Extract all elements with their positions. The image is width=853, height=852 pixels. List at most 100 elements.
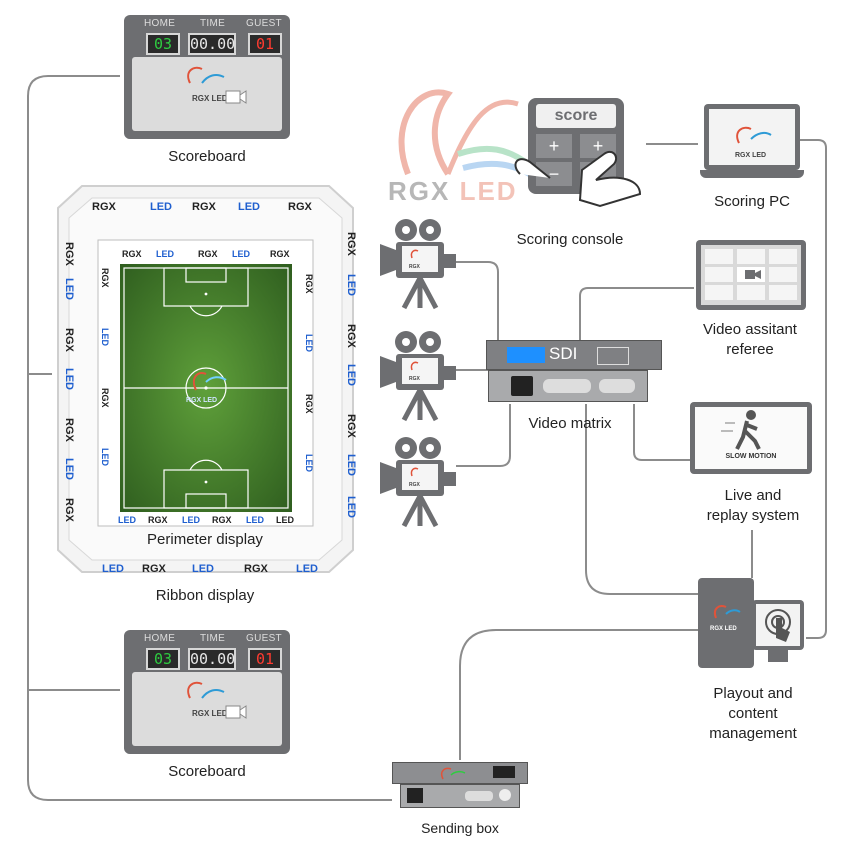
svg-text:LED: LED <box>182 515 201 525</box>
scoreboard-top-caption: Scoreboard <box>168 148 246 165</box>
watermark-logo: RGX LED <box>378 64 548 214</box>
scoring-pc-caption: Scoring PC <box>714 193 790 210</box>
svg-text:RGX: RGX <box>212 515 232 525</box>
time-label: TIME <box>200 18 226 29</box>
perimeter-display-caption: Perimeter display <box>147 531 263 548</box>
scoring-pc: RGX LED <box>700 104 804 182</box>
svg-text:RGX: RGX <box>142 563 167 575</box>
svg-text:RGX: RGX <box>270 249 290 259</box>
plus-key-icon: + <box>536 134 572 158</box>
video-camera-icon: RGX LED <box>187 681 247 719</box>
game-time: 00.00 <box>188 33 236 55</box>
svg-text:RGX: RGX <box>63 498 75 523</box>
svg-text:LED: LED <box>246 515 265 525</box>
svg-text:RGX: RGX <box>288 201 313 213</box>
svg-text:RGX: RGX <box>192 201 217 213</box>
var-screen <box>701 245 801 305</box>
computer-tower: RGX LED <box>698 578 754 668</box>
sending-box-caption: Sending box <box>421 820 499 836</box>
scoring-console-caption: Scoring console <box>516 231 624 248</box>
svg-text:RGX: RGX <box>304 274 314 294</box>
wire-matrix-playout <box>585 404 698 595</box>
tower-face: RGX LED <box>704 592 748 648</box>
playout-workstation: RGX LED <box>698 578 808 672</box>
sending-box <box>392 762 528 808</box>
laptop-screen: RGX LED <box>709 109 795 165</box>
scoreboard-bottom: HOME TIME GUEST 03 00.00 01 RGX LED <box>124 630 290 754</box>
svg-text:RGX: RGX <box>92 201 117 213</box>
svg-text:RGX: RGX <box>345 232 357 257</box>
svg-text:LED: LED <box>345 364 357 386</box>
video-camera-icon: RGX LED <box>187 66 247 104</box>
logo-rgx-text: RGX <box>388 176 451 206</box>
var-caption-line1: Video assitant <box>703 321 797 338</box>
scoreboard-screen: RGX LED <box>132 672 282 746</box>
svg-text:LED: LED <box>63 368 75 390</box>
laptop-lid: RGX LED <box>704 104 800 170</box>
svg-text:LED: LED <box>156 249 175 259</box>
playout-caption-line2: content <box>728 705 778 722</box>
serial-port-icon <box>543 379 591 393</box>
wire-sending-playout <box>459 629 698 760</box>
power-button-icon <box>499 789 511 801</box>
svg-text:LED: LED <box>150 201 172 213</box>
home-score: 03 <box>146 648 180 670</box>
svg-text:LED: LED <box>100 328 110 347</box>
power-socket-icon <box>511 376 533 396</box>
video-matrix-caption: Video matrix <box>528 415 612 432</box>
svg-text:RGX: RGX <box>244 563 269 575</box>
svg-text:LED: LED <box>345 496 357 518</box>
svg-text:RGX: RGX <box>63 418 75 443</box>
svg-text:RGX LED: RGX LED <box>186 397 217 404</box>
score-key-label: score <box>536 104 616 128</box>
serial-port-icon <box>465 791 493 801</box>
sdi-label: SDI <box>549 344 578 363</box>
svg-text:LED: LED <box>63 458 75 480</box>
wire-camera-3 <box>456 404 511 467</box>
video-grid-icon <box>705 249 797 300</box>
svg-text:RGX LED: RGX LED <box>735 152 766 159</box>
time-label: TIME <box>200 633 226 644</box>
replay-caption-line1: Live and <box>724 487 782 504</box>
wire-var <box>579 287 694 340</box>
pitch-logo-icon: RGX LED <box>186 372 227 404</box>
sending-box-top <box>392 762 528 784</box>
svg-text:RGX: RGX <box>148 515 168 525</box>
playout-caption-line1: Playout and <box>713 685 793 702</box>
svg-text:RGX: RGX <box>409 264 421 270</box>
svg-text:LED: LED <box>304 334 314 353</box>
serial-port-icon <box>599 379 635 393</box>
wire-left-bus <box>27 75 392 801</box>
scoring-console: score + + − − <box>500 98 650 208</box>
svg-text:LED: LED <box>238 201 260 213</box>
var-caption: Video assitant referee <box>680 320 820 360</box>
replay-caption-line2: replay system <box>706 507 800 524</box>
hand-touch-icon <box>514 150 642 208</box>
svg-text:RGX LED: RGX LED <box>192 94 228 103</box>
camera-icon: RGX <box>380 219 456 310</box>
computer-icon: RGX LED <box>710 605 741 632</box>
touch-screen <box>756 604 800 646</box>
replay-caption: Live and replay system <box>680 486 826 526</box>
svg-text:LED: LED <box>304 454 314 473</box>
laptop-base <box>700 170 804 178</box>
svg-text:RGX: RGX <box>304 394 314 414</box>
scoreboard-screen: RGX LED <box>132 57 282 131</box>
svg-text:LED: LED <box>63 278 75 300</box>
power-socket-icon <box>407 788 423 803</box>
scoreboard-top: HOME TIME GUEST 03 00.00 01 RGX LED <box>124 15 290 139</box>
var-monitor <box>696 240 806 310</box>
svg-text:RGX: RGX <box>409 376 421 382</box>
svg-text:RGX LED: RGX LED <box>192 709 228 718</box>
monitor-stand <box>768 650 788 662</box>
svg-text:RGX: RGX <box>122 249 142 259</box>
svg-text:LED: LED <box>345 274 357 296</box>
home-label: HOME <box>144 18 176 29</box>
svg-text:RGX: RGX <box>63 328 75 353</box>
touch-monitor <box>752 600 804 650</box>
matrix-port-icon <box>597 347 629 365</box>
monitor-icon: RGX LED <box>735 126 772 159</box>
sending-box-bottom <box>400 784 520 808</box>
home-score: 03 <box>146 33 180 55</box>
